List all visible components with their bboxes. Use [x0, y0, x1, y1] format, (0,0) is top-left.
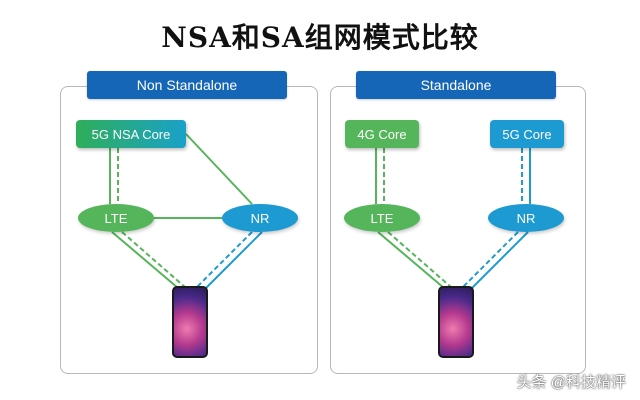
4g-core-node: 4G Core — [345, 120, 419, 148]
phone-icon-left — [172, 286, 208, 358]
link-lte-phone-r-dashed — [387, 231, 453, 289]
5g-core-node: 5G Core — [490, 120, 564, 148]
link-nr-phone-dashed — [195, 231, 253, 289]
watermark: 头条 @科技精评 — [516, 374, 626, 391]
link-lte-phone-r-solid — [377, 231, 445, 289]
link-nr-phone-solid — [205, 231, 263, 289]
standalone-header: Standalone — [356, 71, 556, 99]
nsa-core-node: 5G NSA Core — [76, 120, 186, 148]
link-lte-phone-solid — [111, 231, 179, 289]
page-title: NSA和SA组网模式比较 — [161, 21, 479, 54]
nr-node-right: NR — [488, 204, 564, 232]
link-nr-phone-r-solid — [471, 231, 529, 289]
link-lte-phone-dashed — [121, 231, 187, 289]
link-nr-phone-r-dashed — [461, 231, 519, 289]
link-nsa-core-nr — [185, 133, 253, 205]
nr-node-left: NR — [222, 204, 298, 232]
lte-node-right: LTE — [344, 204, 420, 232]
lte-node-left: LTE — [78, 204, 154, 232]
phone-icon-right — [438, 286, 474, 358]
non-standalone-header: Non Standalone — [87, 71, 287, 99]
